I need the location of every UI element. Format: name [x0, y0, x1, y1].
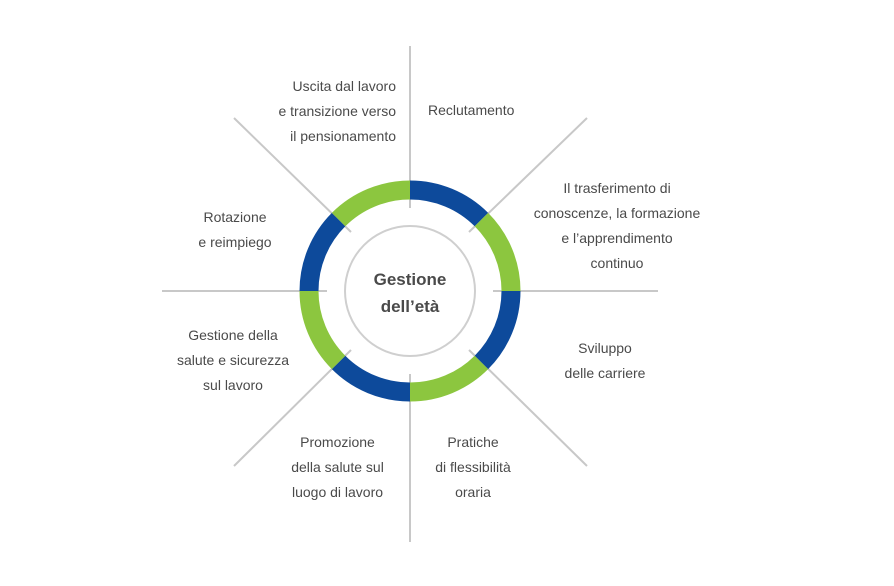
spoke-bottom-left [233, 349, 352, 467]
label-line: Reclutamento [428, 102, 515, 118]
ring-segment-blue [474, 290, 521, 370]
label-line: Uscita dal lavoro [292, 78, 397, 94]
center-circle [344, 225, 476, 357]
ring-segment-blue [409, 180, 489, 227]
ring [299, 180, 521, 402]
label-line: Rotazione [203, 209, 267, 225]
label-line: della salute sul [291, 459, 384, 475]
label-retirement-transition: Uscita dal lavoro e transizione verso il… [243, 74, 396, 149]
label-line: e reimpiego [198, 234, 272, 250]
label-line: e transizione verso [278, 103, 396, 119]
label-health-safety: Gestione della salute e sicurezza sul la… [158, 323, 308, 398]
label-line: il pensionamento [290, 128, 396, 144]
label-career-development: Sviluppo delle carriere [545, 336, 665, 386]
ring-segment-green [299, 290, 346, 370]
label-line: delle carriere [564, 365, 646, 381]
label-health-promotion: Promozione della salute sul luogo di lav… [270, 430, 405, 505]
spoke-bottom-right [468, 349, 588, 467]
ring-segment-blue [331, 355, 411, 402]
label-line: Pratiche [447, 434, 499, 450]
label-line: e l’apprendimento [561, 230, 673, 246]
center-title-line-1: Gestione [374, 270, 447, 289]
label-recruitment: Reclutamento [428, 98, 514, 123]
label-knowledge-transfer: Il trasferimento di conoscenze, la forma… [502, 176, 732, 276]
label-line: conoscenze, la formazione [533, 205, 701, 221]
ring-segment-blue [299, 212, 346, 292]
label-line: di flessibilità [435, 459, 511, 475]
ring-segment-green [474, 212, 521, 292]
label-line: continuo [590, 255, 644, 271]
label-flexible-hours: Pratiche di flessibilità oraria [418, 430, 528, 505]
label-line: luogo di lavoro [291, 484, 384, 500]
label-line: Sviluppo [578, 340, 632, 356]
label-line: Il trasferimento di [563, 180, 671, 196]
ring-segment-green [409, 355, 489, 402]
label-line: Promozione [300, 434, 375, 450]
label-line: sul lavoro [203, 377, 263, 393]
label-line: salute e sicurezza [176, 352, 290, 368]
label-line: oraria [455, 484, 491, 500]
center-title-line-2: dell’età [381, 297, 440, 316]
label-rotation: Rotazione e reimpiego [180, 205, 290, 255]
ring-segment-green [331, 180, 411, 227]
spoke-top-right [468, 117, 588, 233]
label-line: Gestione della [188, 327, 278, 343]
spoke-top-left [233, 117, 352, 233]
